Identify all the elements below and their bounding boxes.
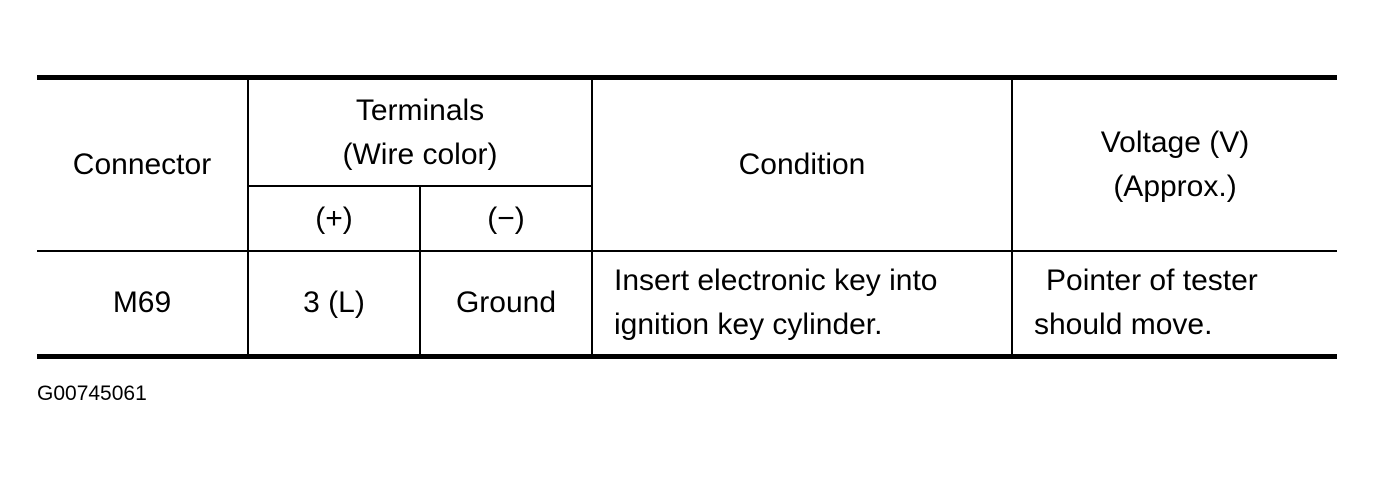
cell-condition: Insert electronic key into ignition key …: [591, 250, 1013, 357]
header-condition: Condition: [591, 77, 1013, 252]
header-plus: (+): [248, 185, 421, 252]
cell-condition-line2: ignition key cylinder.: [614, 308, 883, 341]
table-row: M69 3 (L) Ground Insert electronic key i…: [37, 250, 1337, 357]
header-voltage-line1: Voltage (V): [1100, 126, 1250, 159]
header-connector-text: Connector: [72, 148, 212, 181]
connector-voltage-table: Connector Terminals (Wire color) Conditi…: [37, 75, 1337, 359]
cell-connector-text: M69: [112, 286, 172, 319]
header-terminals-line2: (Wire color): [342, 137, 498, 171]
header-plus-text: (+): [315, 201, 353, 235]
header-condition-text: Condition: [738, 148, 866, 181]
header-connector: Connector: [37, 77, 249, 252]
cell-minus-text: Ground: [455, 286, 557, 319]
cell-voltage-line2: should move.: [1034, 308, 1213, 341]
cell-connector: M69: [37, 250, 249, 357]
figure-id: G00745061: [37, 382, 147, 405]
header-terminals: Terminals (Wire color): [247, 77, 593, 187]
cell-plus-text: 3 (L): [303, 286, 365, 319]
header-minus: (−): [419, 185, 592, 252]
header-terminals-line1: Terminals: [355, 93, 485, 127]
header-row-2: (+) (−): [37, 185, 1337, 252]
cell-voltage-line1: Pointer of tester: [1046, 264, 1258, 297]
cell-plus: 3 (L): [247, 250, 421, 357]
cell-minus: Ground: [419, 250, 593, 357]
header-minus-text: (−): [487, 201, 525, 235]
header-row-1: Connector Terminals (Wire color) Conditi…: [37, 77, 1337, 252]
header-voltage-line2: (Approx.): [1113, 170, 1237, 203]
cell-voltage: Pointer of tester should move.: [1011, 250, 1337, 357]
header-voltage: Voltage (V) (Approx.): [1011, 77, 1337, 252]
cell-condition-line1: Insert electronic key into: [614, 264, 938, 297]
